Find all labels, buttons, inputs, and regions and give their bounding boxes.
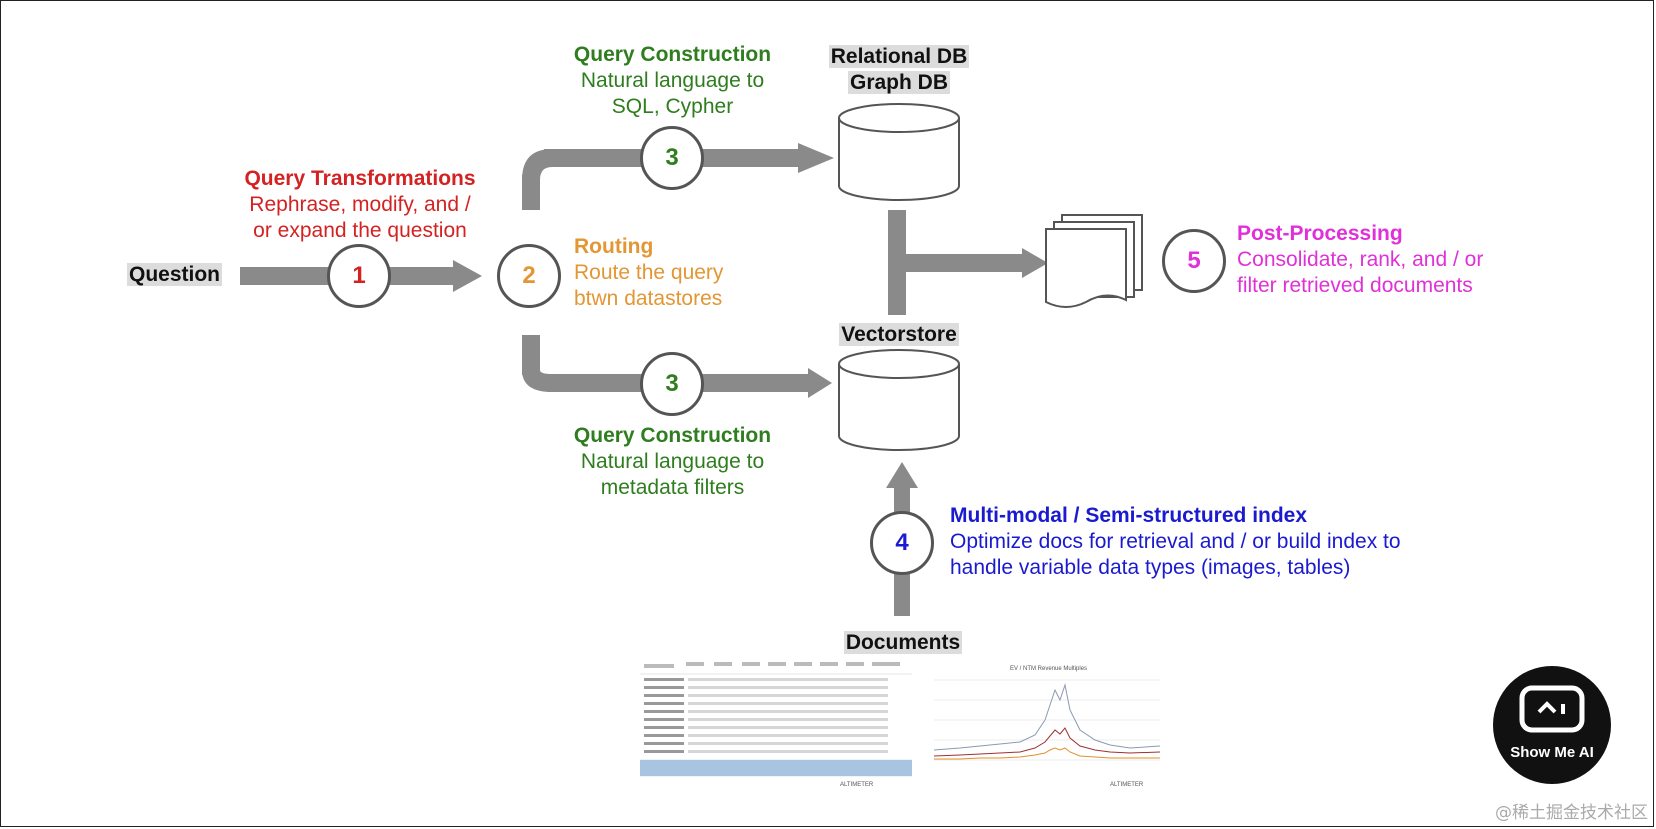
step-4-number: 4 — [895, 529, 909, 556]
step-3-top-title: Query Construction — [573, 43, 772, 66]
document-chart-image: EV / NTM Revenue Multiples ALTIMETER — [920, 660, 1172, 790]
step-3-bottom-line-2: metadata filters — [600, 476, 745, 499]
step-3-top-line-1: Natural language to — [580, 69, 765, 92]
relational-db-label: Relational DB — [828, 45, 970, 68]
step-1-line-1: Rephrase, modify, and / — [249, 193, 471, 216]
step-1-line-2: or expand the question — [253, 219, 467, 242]
arrow-head-retrieved — [1022, 248, 1048, 278]
chart-thumbnail-title: EV / NTM Revenue Multiples — [1010, 666, 1087, 672]
table-brand: ALTIMETER — [840, 782, 874, 788]
step-3-top-number: 3 — [665, 144, 679, 171]
step-5-circle: 5 — [1162, 229, 1226, 293]
step-2-number: 2 — [522, 262, 536, 289]
arrow-head-vectorstore-up — [886, 462, 918, 488]
question-label: Question — [127, 263, 223, 286]
step-3-bottom-circle: 3 — [640, 352, 704, 416]
step-2-circle: 2 — [497, 244, 561, 308]
step-2-title: Routing — [574, 235, 654, 258]
step-4-title: Multi-modal / Semi-structured index — [950, 504, 1308, 527]
step-3-top-circle: 3 — [640, 126, 704, 190]
step-3-bottom-number: 3 — [665, 370, 679, 397]
step-1-title: Query Transformations — [244, 167, 476, 190]
documents-label: Documents — [843, 631, 963, 654]
step-4-line-1: Optimize docs for retrieval and / or bui… — [950, 530, 1401, 553]
step-5-title: Post-Processing — [1237, 222, 1403, 245]
arrow-vectorstore-up — [888, 262, 906, 315]
chart-brand: ALTIMETER — [1110, 782, 1144, 788]
show-me-ai-logo: Show Me AI — [1493, 666, 1611, 784]
step-3-bottom-line-1: Natural language to — [580, 450, 765, 473]
step-5-line-2: filter retrieved documents — [1237, 274, 1473, 297]
step-5-line-1: Consolidate, rank, and / or — [1237, 248, 1484, 271]
step-3-top-line-2: SQL, Cypher — [611, 95, 734, 118]
step-5-number: 5 — [1187, 247, 1201, 274]
step-1-circle: 1 — [327, 244, 391, 308]
vectorstore-label: Vectorstore — [839, 323, 959, 346]
step-3-bottom-title: Query Construction — [573, 424, 772, 447]
retrieved-documents-icon — [1045, 214, 1143, 308]
step-2-line-1: Route the query — [574, 261, 724, 284]
relational-db-cylinder — [838, 103, 960, 201]
step-2-line-2: btwn datastores — [574, 287, 723, 310]
arrow-head-vectorstore — [808, 368, 832, 398]
arrow-head-relational — [798, 143, 834, 173]
step-1-number: 1 — [352, 262, 366, 289]
arrow-head-routing — [453, 260, 482, 292]
logo-text: Show Me AI — [1510, 744, 1594, 761]
vectorstore-cylinder — [838, 349, 960, 451]
watermark: @稀土掘金技术社区 — [1495, 803, 1648, 823]
step-4-line-2: handle variable data types (images, tabl… — [950, 556, 1351, 579]
arrow-routing-to-vectorstore — [522, 335, 540, 375]
graph-db-label: Graph DB — [847, 71, 950, 94]
step-4-circle: 4 — [870, 511, 934, 575]
document-table-image: ALTIMETER — [640, 660, 912, 790]
